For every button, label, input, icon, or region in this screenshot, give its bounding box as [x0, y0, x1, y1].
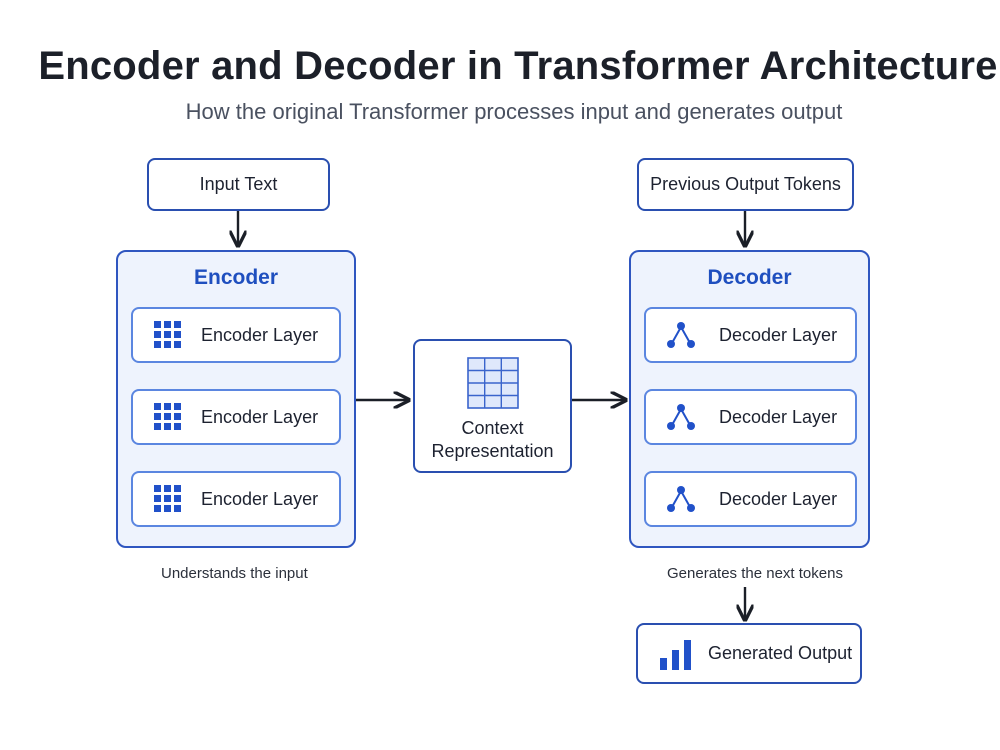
context-representation-label: Context Representation: [415, 417, 570, 463]
previous-output-tokens-box: Previous Output Tokens: [637, 158, 854, 211]
decoder-caption: Generates the next tokens: [667, 565, 843, 582]
encoder-caption: Understands the input: [161, 565, 308, 582]
decoder-layer: Decoder Layer: [644, 307, 857, 363]
context-representation-box: Context Representation: [413, 339, 572, 473]
input-text-box: Input Text: [147, 158, 330, 211]
encoder-layer: Encoder Layer: [131, 307, 341, 363]
generated-output-label: Generated Output: [708, 643, 853, 663]
decoder-layer-label: Decoder Layer: [719, 406, 838, 427]
generated-output-box: Generated Output: [636, 623, 862, 684]
decoder-panel: Decoder Decoder Layer Decoder Layer: [629, 250, 870, 548]
grid-icon: [154, 321, 181, 348]
diagram-subtitle: How the original Transformer processes i…: [185, 99, 843, 124]
context-label-line2: Representation: [431, 441, 554, 461]
matrix-grid-icon: [467, 357, 519, 409]
encoder-layer: Encoder Layer: [131, 471, 341, 527]
node-tree-icon: [667, 404, 695, 430]
previous-output-tokens-label: Previous Output Tokens: [650, 174, 841, 194]
decoder-layer-label: Decoder Layer: [719, 324, 838, 345]
decoder-layer-label: Decoder Layer: [719, 488, 838, 509]
input-text-label: Input Text: [199, 174, 278, 194]
node-tree-icon: [667, 322, 695, 348]
encoder-layer-label: Encoder Layer: [201, 324, 319, 345]
encoder-title: Encoder: [193, 266, 279, 289]
encoder-layer-label: Encoder Layer: [201, 488, 319, 509]
grid-icon: [154, 485, 181, 512]
encoder-panel: Encoder Encoder Layer Encoder Layer: [116, 250, 356, 548]
bar-chart-icon: [660, 640, 691, 670]
decoder-title: Decoder: [707, 266, 792, 289]
diagram-title: Encoder and Decoder in Transformer Archi…: [38, 44, 998, 88]
node-tree-icon: [667, 486, 695, 512]
context-label-line1: Context: [461, 418, 524, 438]
encoder-layer: Encoder Layer: [131, 389, 341, 445]
decoder-layer: Decoder Layer: [644, 389, 857, 445]
grid-icon: [154, 403, 181, 430]
decoder-layer: Decoder Layer: [644, 471, 857, 527]
encoder-layer-label: Encoder Layer: [201, 406, 319, 427]
